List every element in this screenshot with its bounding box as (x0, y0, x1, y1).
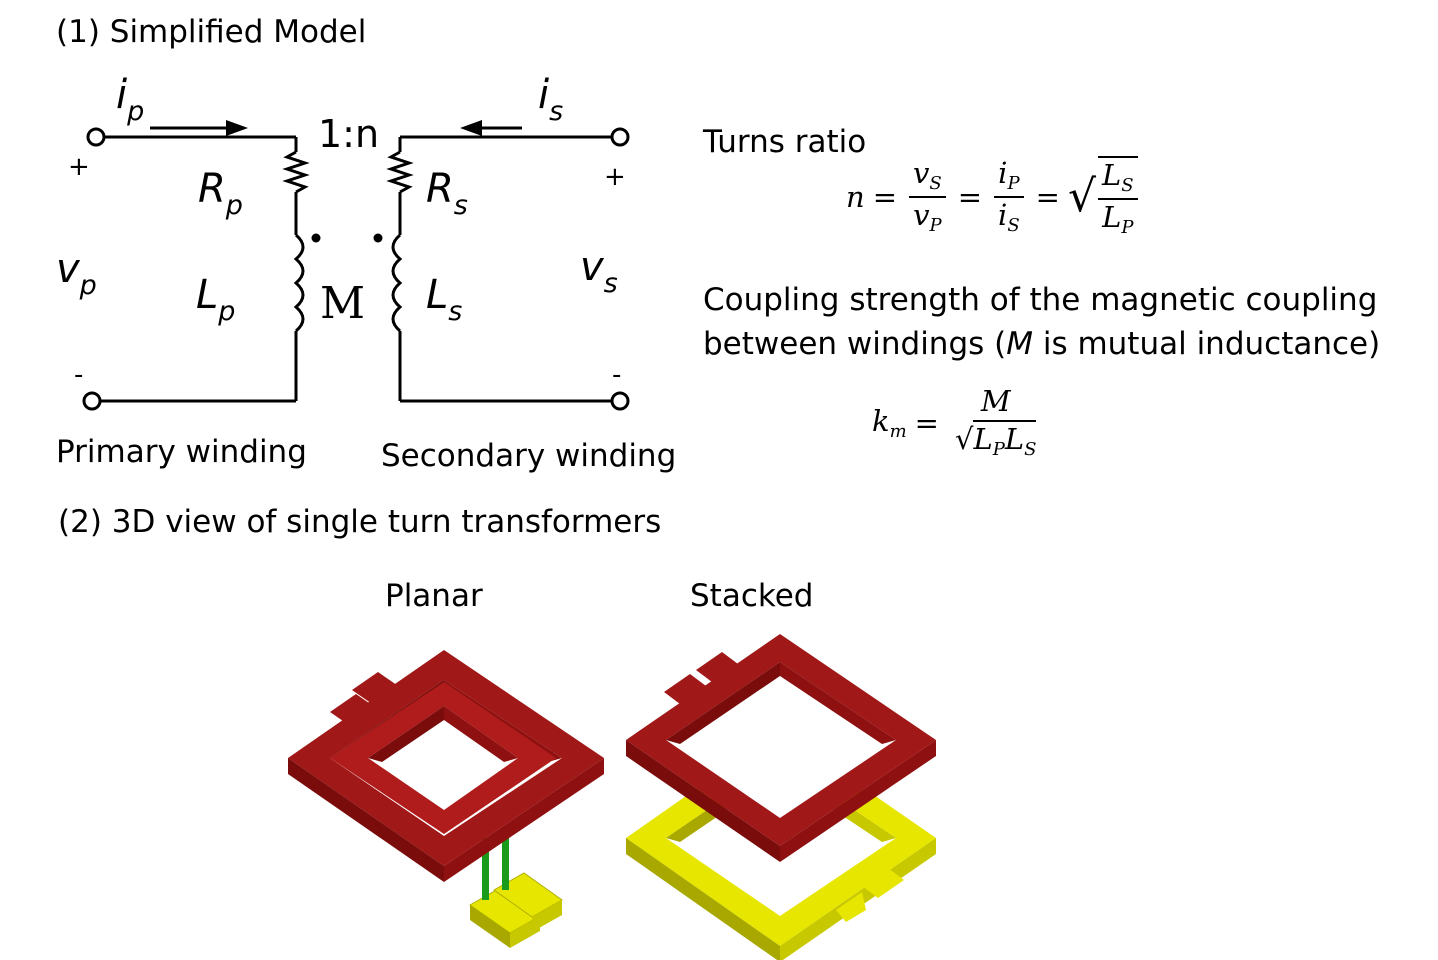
planar-via-2 (502, 830, 509, 890)
secondary-inductor (391, 233, 403, 333)
ls-label: Ls (426, 272, 463, 327)
secondary-plus-terminal (610, 127, 630, 147)
coupling-text-line1: Coupling strength of the magnetic coupli… (703, 282, 1378, 318)
mutual-inductance-label: M (320, 278, 366, 329)
vs-label: vs (580, 244, 618, 299)
primary-inductor (293, 233, 305, 333)
planar-tab-2 (352, 672, 404, 708)
ip-arrow-head (226, 120, 248, 136)
is-arrow-head (460, 120, 482, 136)
primary-minus-terminal (82, 391, 102, 411)
rs-label: Rs (426, 166, 468, 221)
is-label: is (538, 72, 564, 127)
stacked-red-tab-2 (696, 652, 746, 688)
rp-label: Rp (198, 166, 243, 221)
coupling-text-line2: between windings (M is mutual inductance… (703, 326, 1381, 362)
planar-tab-1 (330, 694, 382, 730)
planar-label: Planar (385, 578, 483, 614)
lp-label: Lp (196, 272, 236, 327)
primary-plus-sign: + (68, 152, 90, 182)
stacked-red-tab-1 (664, 674, 714, 710)
primary-minus-sign: - (74, 360, 84, 390)
section-title-simplified-model: (1) Simplified Model (56, 14, 367, 50)
secondary-minus-terminal (610, 391, 630, 411)
turns-ratio-label: 1:n (318, 112, 380, 156)
vp-label: vp (56, 246, 97, 301)
primary-winding-label: Primary winding (56, 434, 307, 470)
section-title-3d-view: (2) 3D view of single turn transformers (58, 504, 662, 540)
secondary-plus-sign: + (604, 162, 626, 192)
secondary-minus-sign: - (612, 360, 622, 390)
stacked-yellow-tab-2 (836, 892, 866, 922)
ip-label: ip (116, 72, 145, 127)
planar-transformer (288, 650, 604, 948)
secondary-winding-label: Secondary winding (381, 438, 677, 474)
coupling-equation: km = M√LPLS (872, 384, 1037, 460)
secondary-resistor (386, 150, 414, 194)
turns-ratio-heading: Turns ratio (703, 124, 867, 160)
stacked-transformer (626, 634, 936, 960)
planar-via-1 (482, 838, 489, 900)
stacked-label: Stacked (690, 578, 814, 614)
stacked-yellow-tab-1 (854, 862, 904, 898)
primary-plus-terminal (86, 127, 106, 147)
primary-dot (311, 233, 321, 243)
secondary-dot (373, 233, 383, 243)
primary-resistor (282, 150, 310, 194)
